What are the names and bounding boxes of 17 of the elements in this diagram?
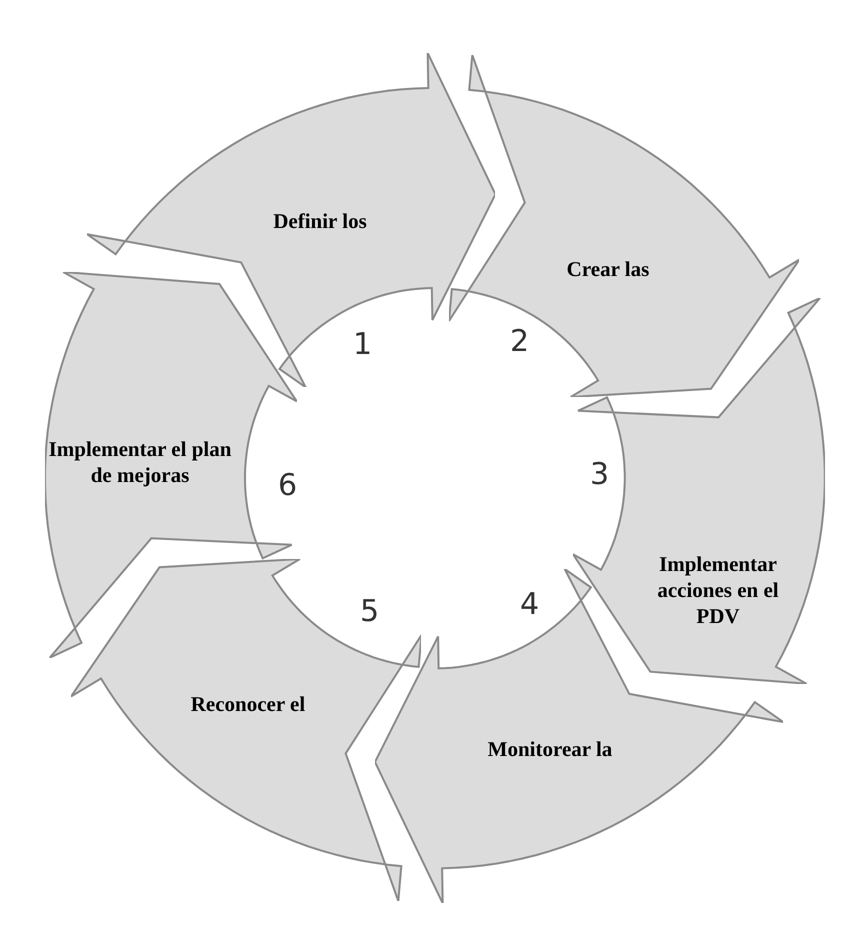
step-number: 5 [360, 595, 380, 629]
segment-label: Monitorear la [486, 736, 614, 762]
step-number: 4 [520, 588, 540, 622]
step-number: 6 [278, 469, 298, 503]
arrow-segment [573, 298, 825, 684]
step-number: 2 [510, 325, 530, 359]
arrow-segment [86, 53, 496, 388]
step-number: 1 [353, 328, 372, 362]
step-number: 3 [590, 458, 610, 492]
arrow-segment [448, 54, 800, 397]
segment-label: Implementar acciones en el PDV [656, 550, 780, 629]
arrow-segment [45, 272, 297, 658]
segment-label: Implementar el plan de mejoras [48, 436, 232, 488]
segment-label: Definir los [272, 208, 368, 234]
arrow-segment [70, 559, 422, 902]
segment-label: Reconocer el [190, 690, 306, 717]
segment-label: Crear las [566, 256, 650, 282]
